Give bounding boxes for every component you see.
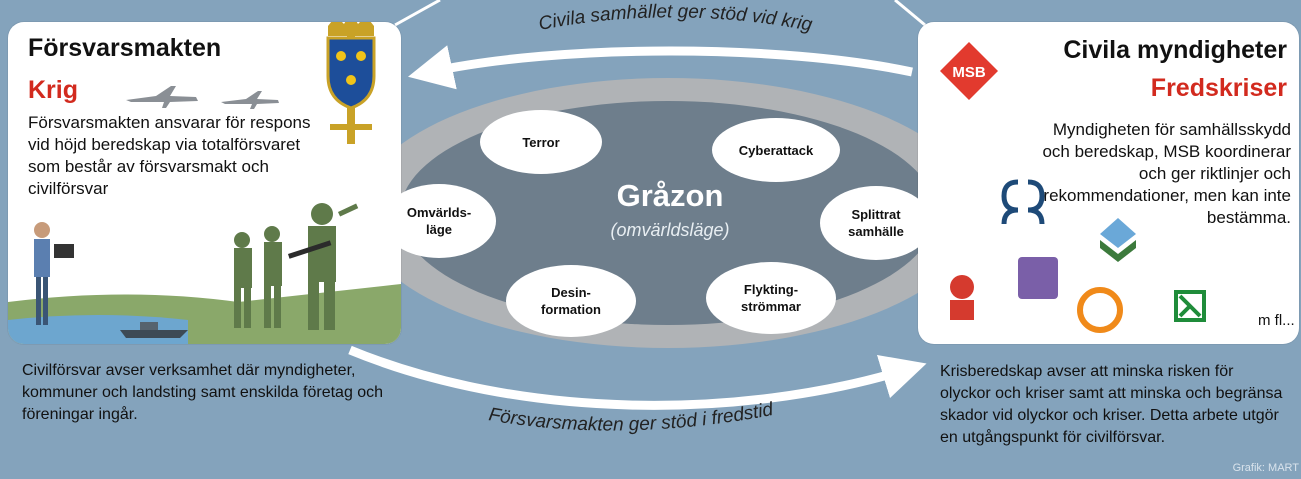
- connector-line-right: [894, 0, 926, 27]
- card-body: Myndigheten för samhällsskydd och bereds…: [1042, 120, 1291, 227]
- svg-text:Försvarsmakten ger stöd i fred: Försvarsmakten ger stöd i fredstid: [487, 399, 776, 436]
- arrow-top: [408, 45, 913, 90]
- soldiers-illustration: [234, 203, 359, 330]
- svg-text:Civila samhället ger stöd vid: Civila samhället ger stöd vid krig: [537, 1, 814, 36]
- agency-logo-icon: [1174, 290, 1206, 322]
- crown-emblem-icon: [326, 22, 376, 144]
- bubble-cyberattack: Cyberattack: [712, 118, 840, 182]
- msb-logo-icon: MSB: [940, 42, 998, 100]
- bottom-arrow-label: Försvarsmakten ger stöd i fredstid: [487, 399, 776, 436]
- agency-logos: [950, 179, 1206, 333]
- card-body: Försvarsmakten ansvarar för respons vid …: [28, 113, 311, 198]
- more-agencies-text: m fl...: [1258, 312, 1295, 329]
- agency-logo-icon: [1001, 179, 1045, 225]
- caption-krisberedskap: Krisberedskap avser att minska risken fö…: [940, 363, 1283, 446]
- card-title: Försvarsmakten: [28, 34, 222, 62]
- card-subtitle: Fredskriser: [1150, 74, 1287, 102]
- bubble-omvarldslage: Omvärlds- läge: [382, 184, 496, 258]
- agency-logo-icon: [950, 275, 974, 320]
- card-subtitle: Krig: [28, 76, 78, 104]
- grayzone-subtitle: (omvärldsläge): [610, 220, 730, 240]
- graphic-credit: Grafik: MART: [1232, 462, 1299, 474]
- bubble-flyktingstrommar: Flykting- strömmar: [706, 262, 836, 334]
- agency-logo-icon: [1018, 257, 1058, 299]
- civila-myndigheter-card: MSB Civila myndigheter Fredskriser Myndi…: [918, 22, 1299, 344]
- patrol-boat-icon: [120, 322, 188, 338]
- connector-line-left: [394, 0, 441, 27]
- fighter-jet-icon: [126, 86, 279, 109]
- agency-logo-icon: [1100, 218, 1136, 262]
- bubble-terror: Terror: [480, 110, 602, 174]
- card-title: Civila myndigheter: [1063, 36, 1287, 64]
- grayzone-title: Gråzon: [616, 178, 724, 213]
- military-scene-illustration: [8, 203, 401, 344]
- arrow-bottom: [348, 345, 927, 410]
- svg-text:MSB: MSB: [952, 64, 986, 81]
- top-arrow-label: Civila samhället ger stöd vid krig: [537, 1, 814, 36]
- forsvarsmakten-card: Försvarsmakten Krig Försvarsmakten ansva…: [8, 22, 401, 344]
- laptop-person-illustration: [34, 222, 74, 325]
- bubble-splittrat-samhalle: Splittrat samhälle: [820, 186, 932, 260]
- agency-logo-icon: [1077, 287, 1123, 333]
- bubble-desinformation: Desin- formation: [506, 265, 636, 337]
- caption-civilforsvar: Civilförsvar avser verksamhet där myndig…: [22, 362, 384, 423]
